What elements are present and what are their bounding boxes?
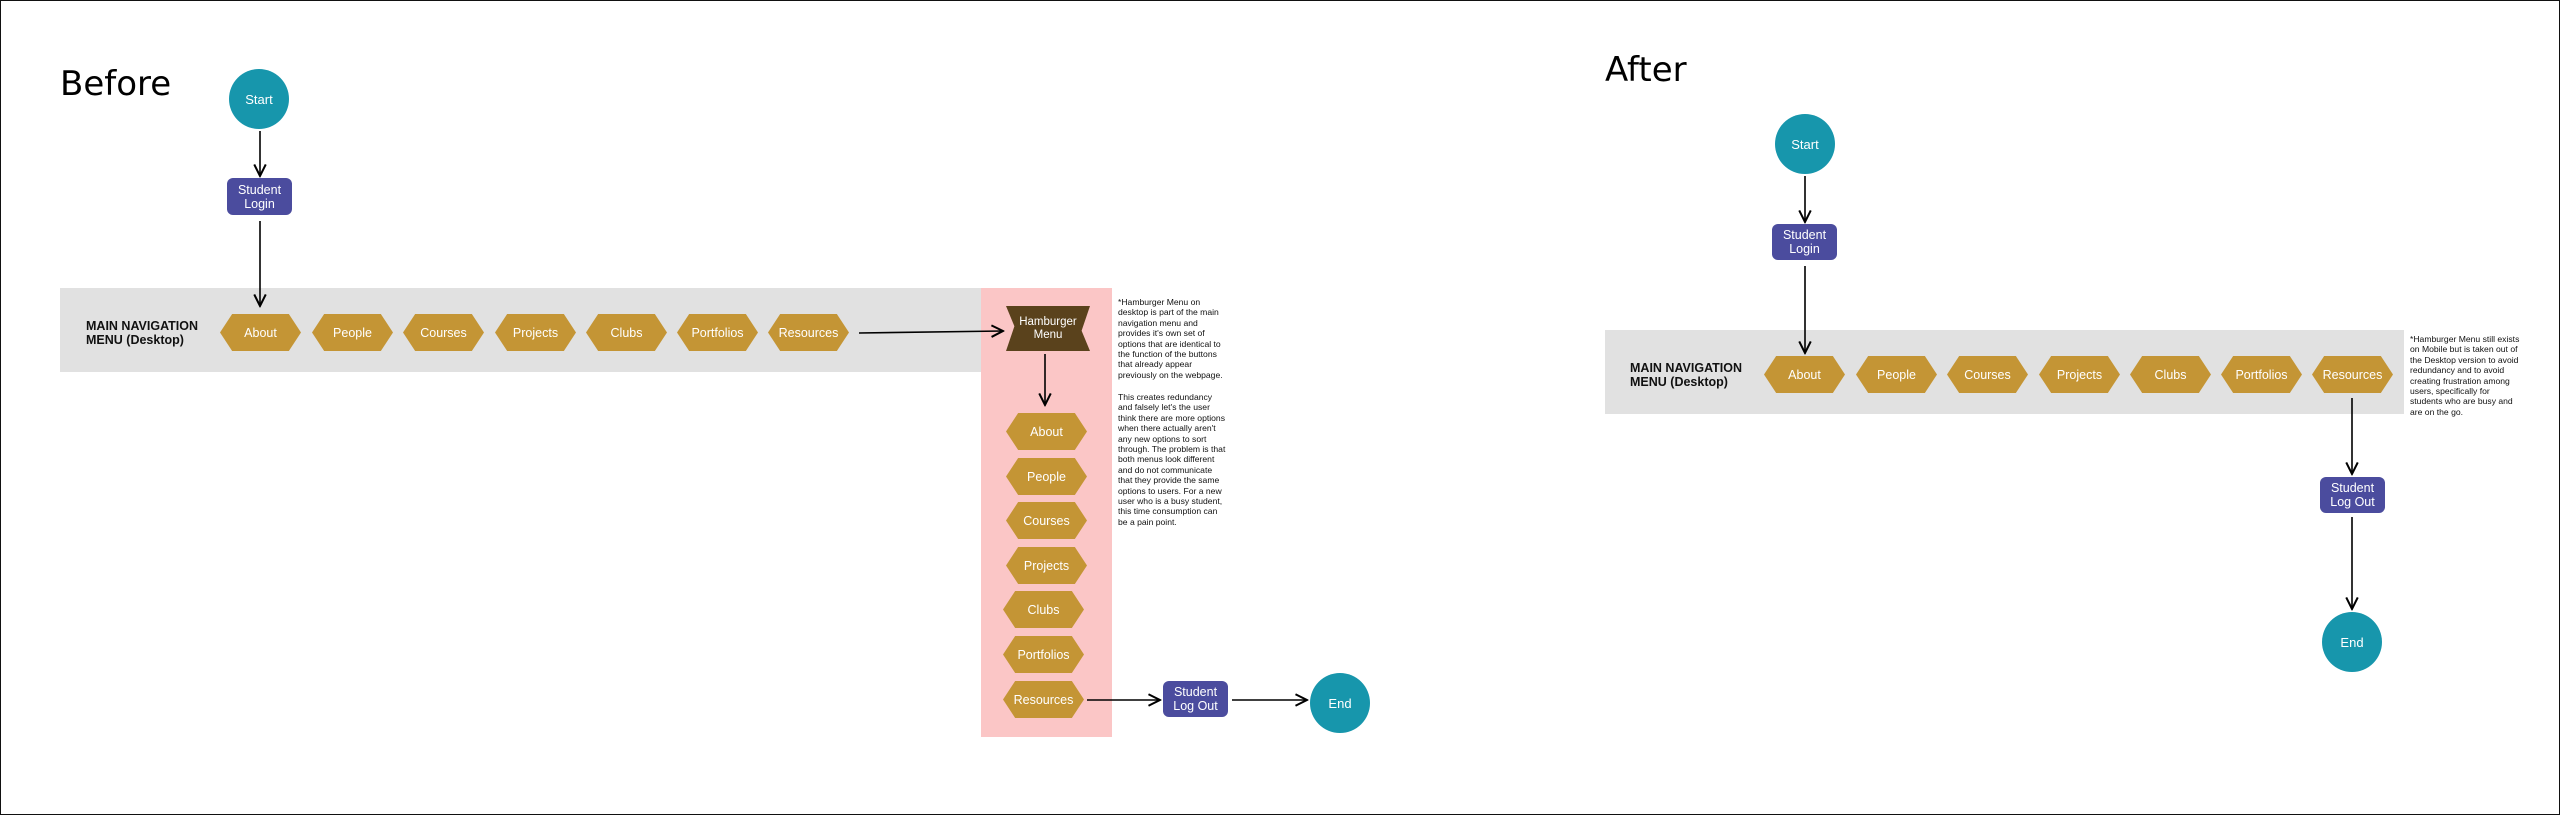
hamburger-item-resources: Resources <box>1003 681 1084 718</box>
hamburger-item-clubs: Clubs <box>1003 591 1084 628</box>
hamburger-item-courses: Courses <box>1006 502 1087 539</box>
after-end-node: End <box>2322 612 2382 672</box>
hamburger-item-people: People <box>1006 458 1087 495</box>
hamburger-item-projects: Projects <box>1006 547 1087 584</box>
after-nav-item-resources: Resources <box>2312 356 2393 393</box>
after-note: *Hamburger Menu still exists on Mobile b… <box>2410 334 2520 417</box>
before-hamburger-node: Hamburger Menu <box>1006 306 1090 351</box>
hamburger-item-about: About <box>1006 413 1087 450</box>
hamburger-item-portfolios: Portfolios <box>1003 636 1084 673</box>
before-nav-item-resources: Resources <box>768 314 849 351</box>
arrow-resources-to-hamburger <box>858 331 1003 333</box>
before-end-node: End <box>1310 673 1370 733</box>
before-heading: Before <box>60 64 172 104</box>
after-login-node: Student Login <box>1772 224 1837 260</box>
after-nav-item-projects: Projects <box>2039 356 2120 393</box>
before-start-node: Start <box>229 69 289 129</box>
after-nav-label: MAIN NAVIGATION MENU (Desktop) <box>1630 361 1743 389</box>
after-logout-node: Student Log Out <box>2320 477 2385 513</box>
after-nav-item-portfolios: Portfolios <box>2221 356 2302 393</box>
before-nav-item-clubs: Clubs <box>586 314 667 351</box>
before-nav-item-courses: Courses <box>403 314 484 351</box>
before-nav-item-projects: Projects <box>495 314 576 351</box>
before-nav-item-people: People <box>312 314 393 351</box>
after-nav-item-courses: Courses <box>1947 356 2028 393</box>
before-note-2: This creates redundancy and falsely let'… <box>1118 392 1226 527</box>
before-note-1: *Hamburger Menu on desktop is part of th… <box>1118 297 1223 380</box>
before-nav-label: MAIN NAVIGATION MENU (Desktop) <box>86 319 199 347</box>
after-nav-item-about: About <box>1764 356 1845 393</box>
before-nav-item-portfolios: Portfolios <box>677 314 758 351</box>
before-logout-node: Student Log Out <box>1163 681 1228 717</box>
after-nav-item-clubs: Clubs <box>2130 356 2211 393</box>
after-nav-item-people: People <box>1856 356 1937 393</box>
after-heading: After <box>1605 50 1687 90</box>
after-start-node: Start <box>1775 114 1835 174</box>
before-nav-item-about: About <box>220 314 301 351</box>
before-login-node: Student Login <box>227 178 292 215</box>
